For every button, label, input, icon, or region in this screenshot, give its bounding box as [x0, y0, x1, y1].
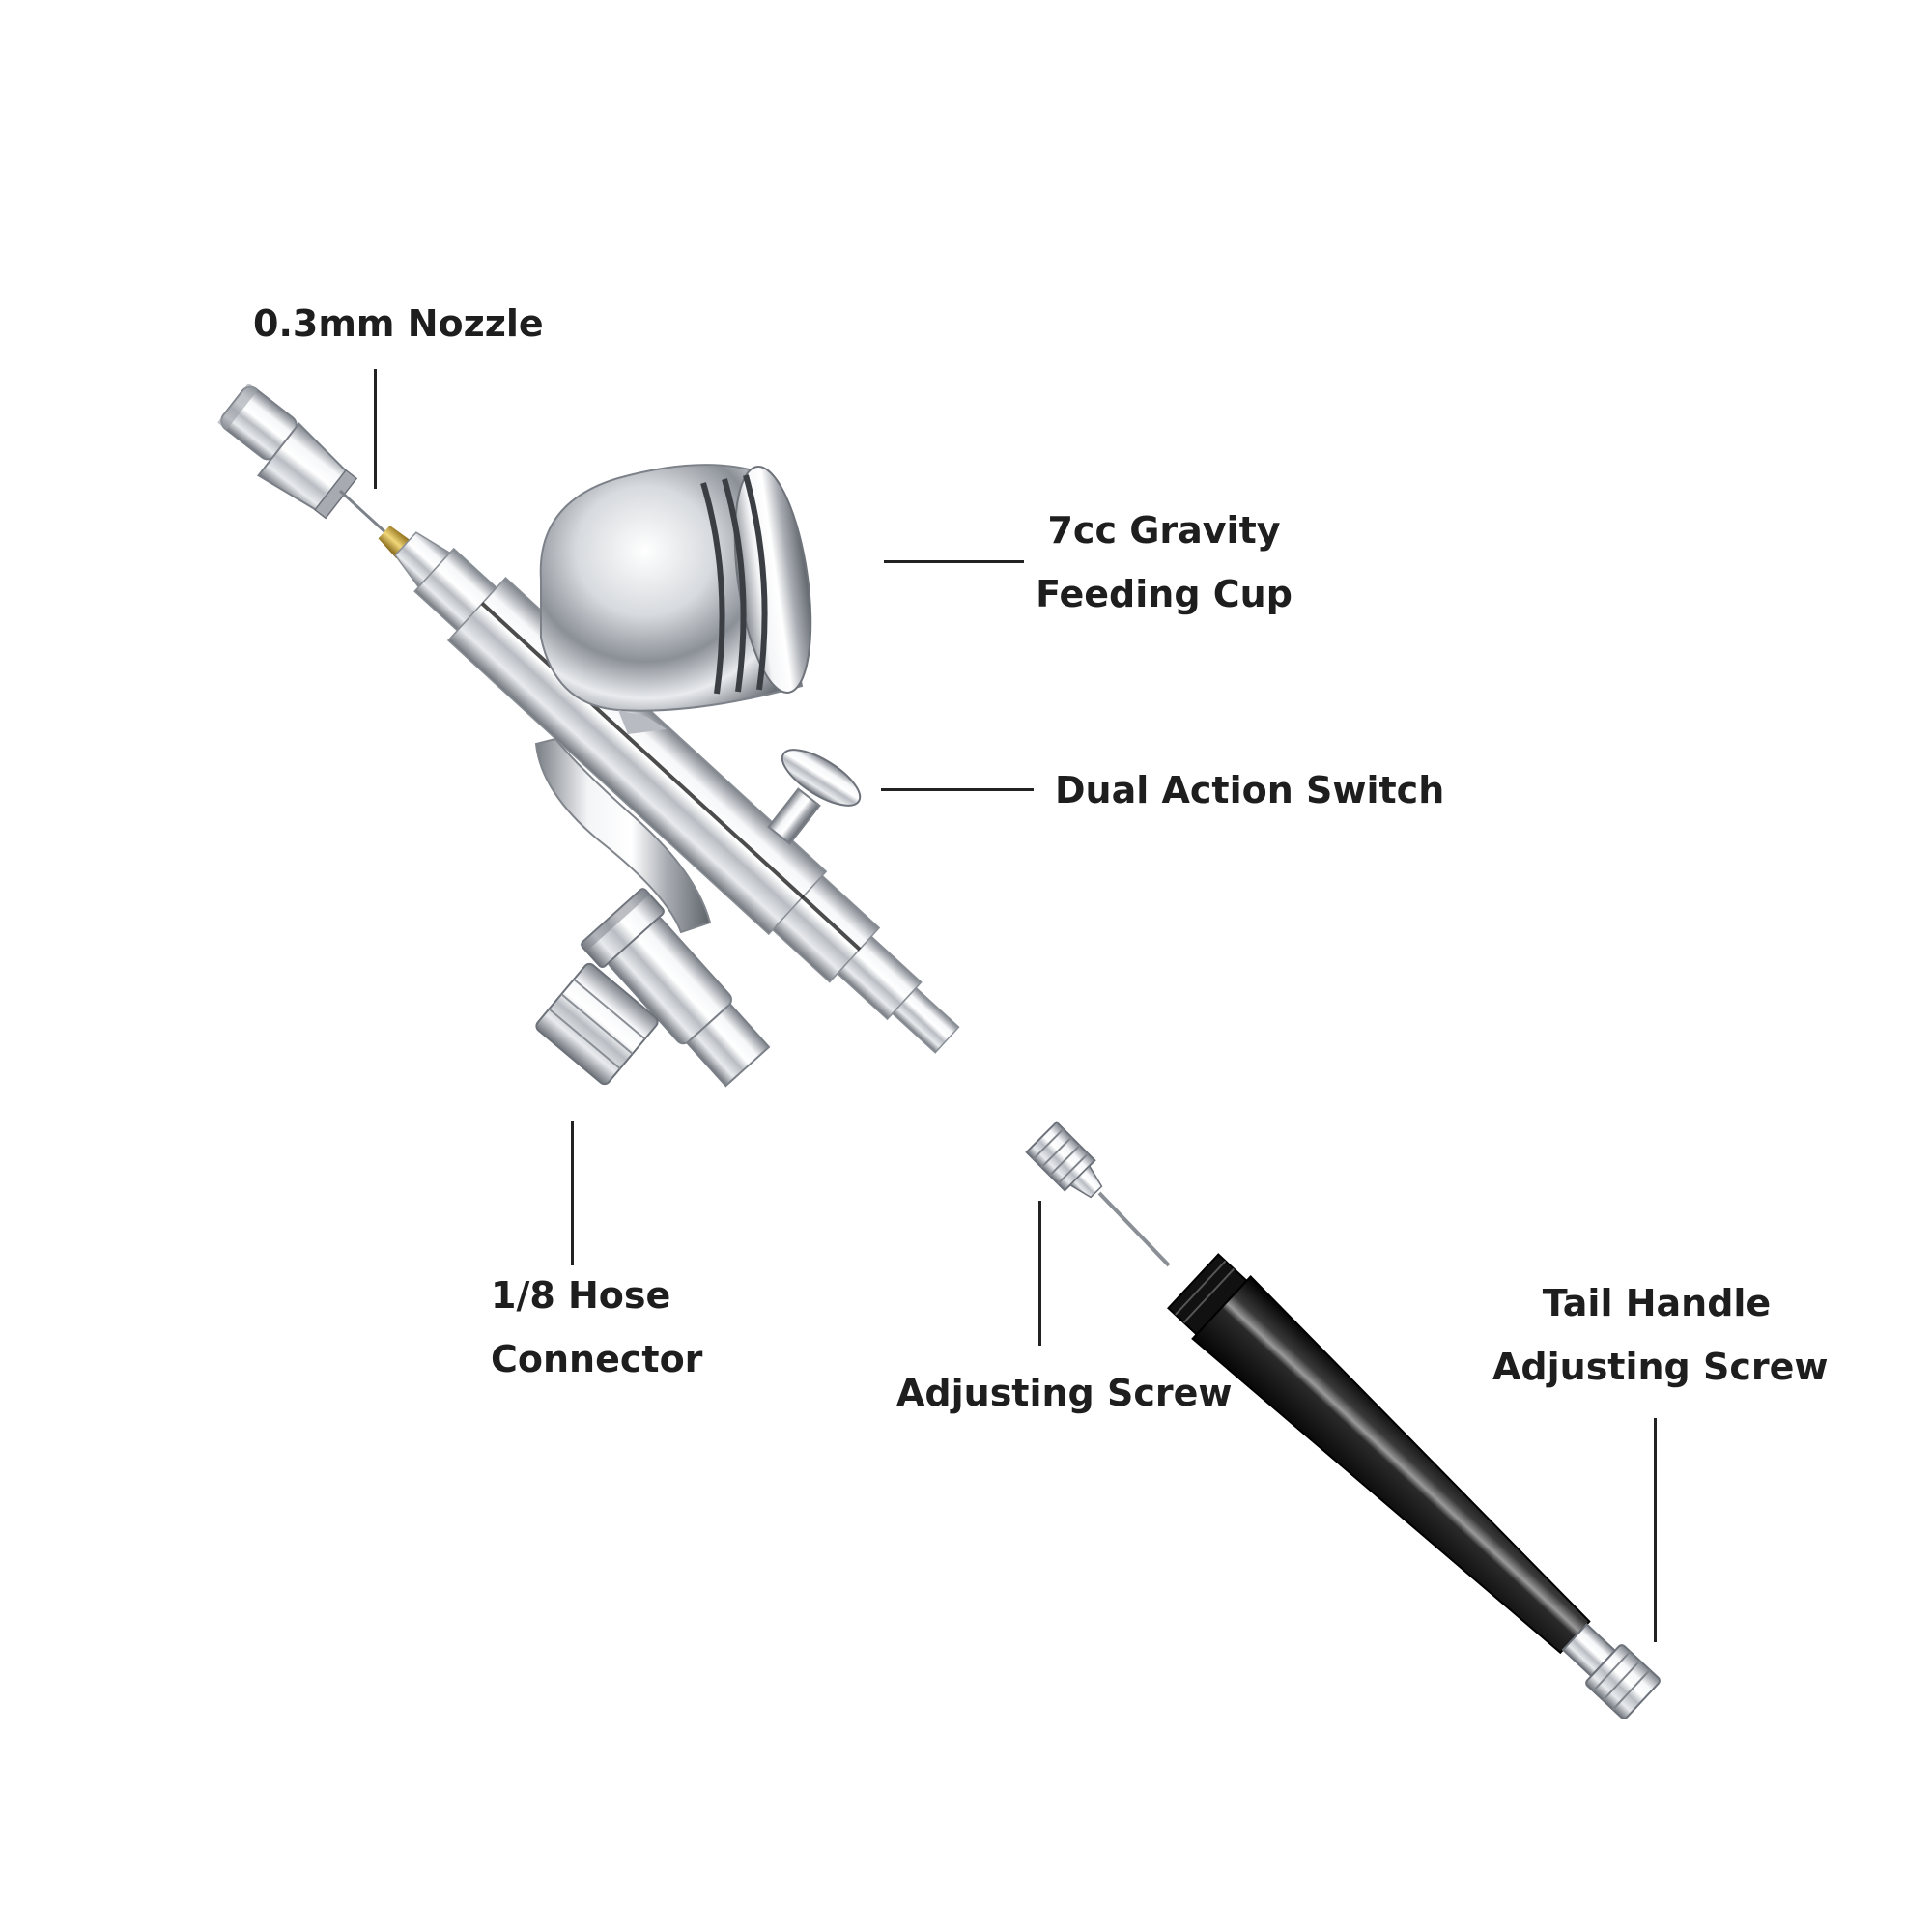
needle-screw-icon — [1025, 1121, 1103, 1199]
label-hose-line1: 1/8 Hose — [491, 1274, 671, 1317]
label-tail-line1: Tail Handle — [1542, 1282, 1772, 1324]
label-tail: Tail Handle Adjusting Screw — [1492, 1271, 1829, 1399]
trigger-icon — [767, 749, 862, 845]
label-hose: 1/8 Hose Connector — [491, 1264, 702, 1391]
nozzle-leader-line — [374, 369, 377, 489]
label-switch: Dual Action Switch — [1055, 769, 1445, 811]
hose-connector-icon — [580, 887, 771, 1088]
trigger-icon — [534, 737, 712, 934]
label-cup-line1: 7cc Gravity — [1047, 509, 1281, 552]
label-cup-line2: Feeding Cup — [1036, 573, 1293, 615]
label-tail-line2: Adjusting Screw — [1492, 1346, 1829, 1388]
label-adjusting-screw: Adjusting Screw — [896, 1372, 1233, 1414]
nozzle-cap-icon — [217, 383, 298, 461]
tail-leader-line — [1654, 1418, 1657, 1642]
screw-leader-line — [1038, 1201, 1041, 1346]
hose-leader-line — [571, 1121, 574, 1265]
cup-leader-line — [884, 560, 1024, 563]
label-hose-line2: Connector — [491, 1338, 703, 1380]
label-cup: 7cc Gravity Feeding Cup — [1024, 498, 1304, 626]
nozzle-cap-icon — [257, 422, 358, 520]
tail-handle-icon — [1167, 1253, 1661, 1719]
switch-leader-line — [881, 788, 1034, 791]
label-nozzle: 0.3mm Nozzle — [253, 302, 544, 345]
paint-cup-icon — [539, 464, 812, 734]
